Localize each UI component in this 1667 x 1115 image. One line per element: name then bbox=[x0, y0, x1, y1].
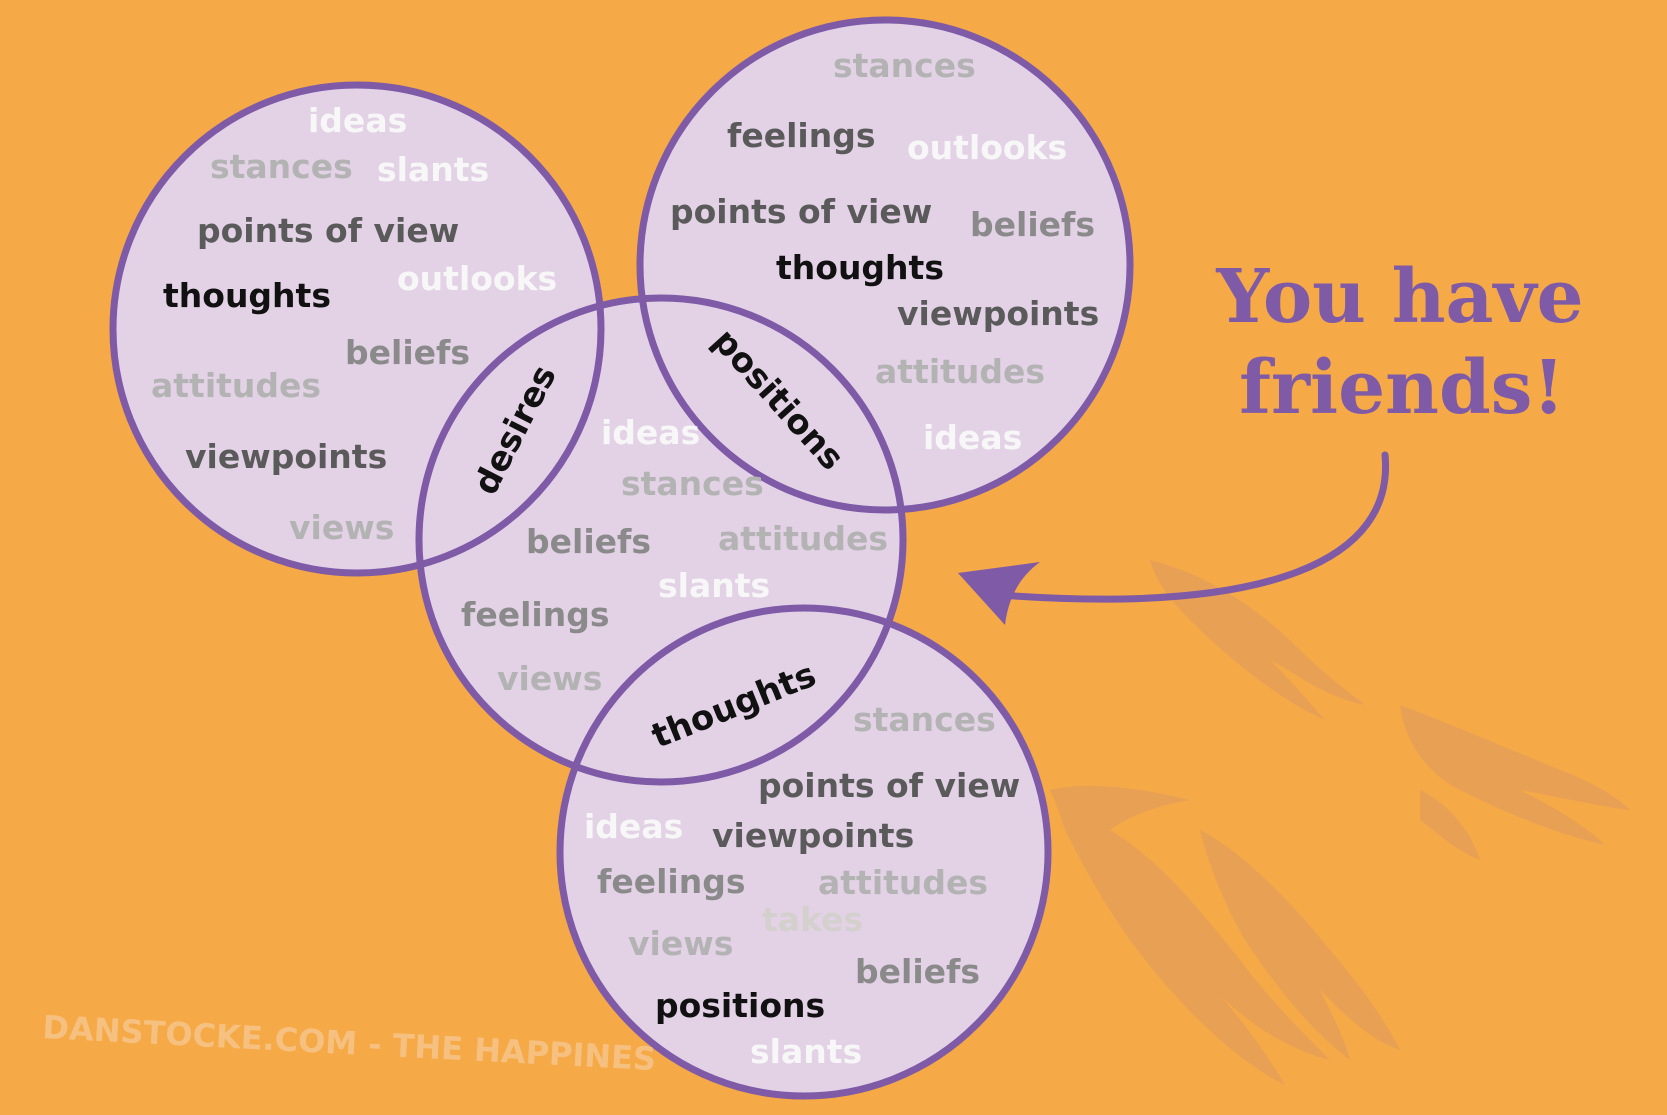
watermark-text: DANSTOCKE.COM - THE HAPPINES bbox=[42, 1008, 657, 1078]
headline-line-2: friends! bbox=[1239, 345, 1565, 431]
word-ideas: ideas bbox=[601, 413, 700, 452]
word-attitudes: attitudes bbox=[818, 863, 988, 902]
word-beliefs: beliefs bbox=[970, 205, 1095, 244]
word-views: views bbox=[628, 924, 733, 963]
decorative-creature-silhouette bbox=[1050, 560, 1630, 1085]
word-feelings: feelings bbox=[727, 116, 876, 155]
circle-bottom-fill bbox=[560, 608, 1048, 1096]
word-stances: stances bbox=[621, 464, 764, 503]
word-attitudes: attitudes bbox=[875, 352, 1045, 391]
word-stances: stances bbox=[853, 700, 996, 739]
word-stances: stances bbox=[833, 46, 976, 85]
word-thoughts: thoughts bbox=[776, 248, 944, 287]
headline-line-1: You have bbox=[1215, 254, 1583, 340]
word-beliefs: beliefs bbox=[526, 522, 651, 561]
word-ideas: ideas bbox=[308, 101, 407, 140]
word-slants: slants bbox=[750, 1032, 862, 1071]
word-points-of-view: points of view bbox=[670, 192, 932, 231]
word-outlooks: outlooks bbox=[907, 128, 1067, 167]
word-stances: stances bbox=[210, 147, 353, 186]
circle-bottom bbox=[556, 604, 1052, 1100]
word-viewpoints: viewpoints bbox=[712, 816, 914, 855]
circle-top-left bbox=[109, 81, 605, 577]
word-views: views bbox=[289, 508, 394, 547]
word-slants: slants bbox=[377, 150, 489, 189]
word-views: views bbox=[497, 659, 602, 698]
word-slants: slants bbox=[658, 566, 770, 605]
word-takes: takes bbox=[762, 900, 863, 939]
word-viewpoints: viewpoints bbox=[897, 294, 1099, 333]
word-viewpoints: viewpoints bbox=[185, 437, 387, 476]
word-ideas: ideas bbox=[584, 807, 683, 846]
word-beliefs: beliefs bbox=[345, 333, 470, 372]
word-positions: positions bbox=[655, 986, 825, 1025]
circle-center bbox=[415, 294, 907, 786]
word-beliefs: beliefs bbox=[855, 952, 980, 991]
word-attitudes: attitudes bbox=[151, 366, 321, 405]
word-thoughts: thoughts bbox=[163, 276, 331, 315]
word-points-of-view: points of view bbox=[758, 766, 1020, 805]
word-points-of-view: points of view bbox=[197, 211, 459, 250]
word-feelings: feelings bbox=[597, 862, 746, 901]
word-outlooks: outlooks bbox=[397, 259, 557, 298]
word-feelings: feelings bbox=[461, 595, 610, 634]
circle-top-right bbox=[636, 16, 1134, 514]
curved-arrow-icon bbox=[958, 451, 1390, 625]
word-ideas: ideas bbox=[923, 418, 1022, 457]
word-attitudes: attitudes bbox=[718, 519, 888, 558]
